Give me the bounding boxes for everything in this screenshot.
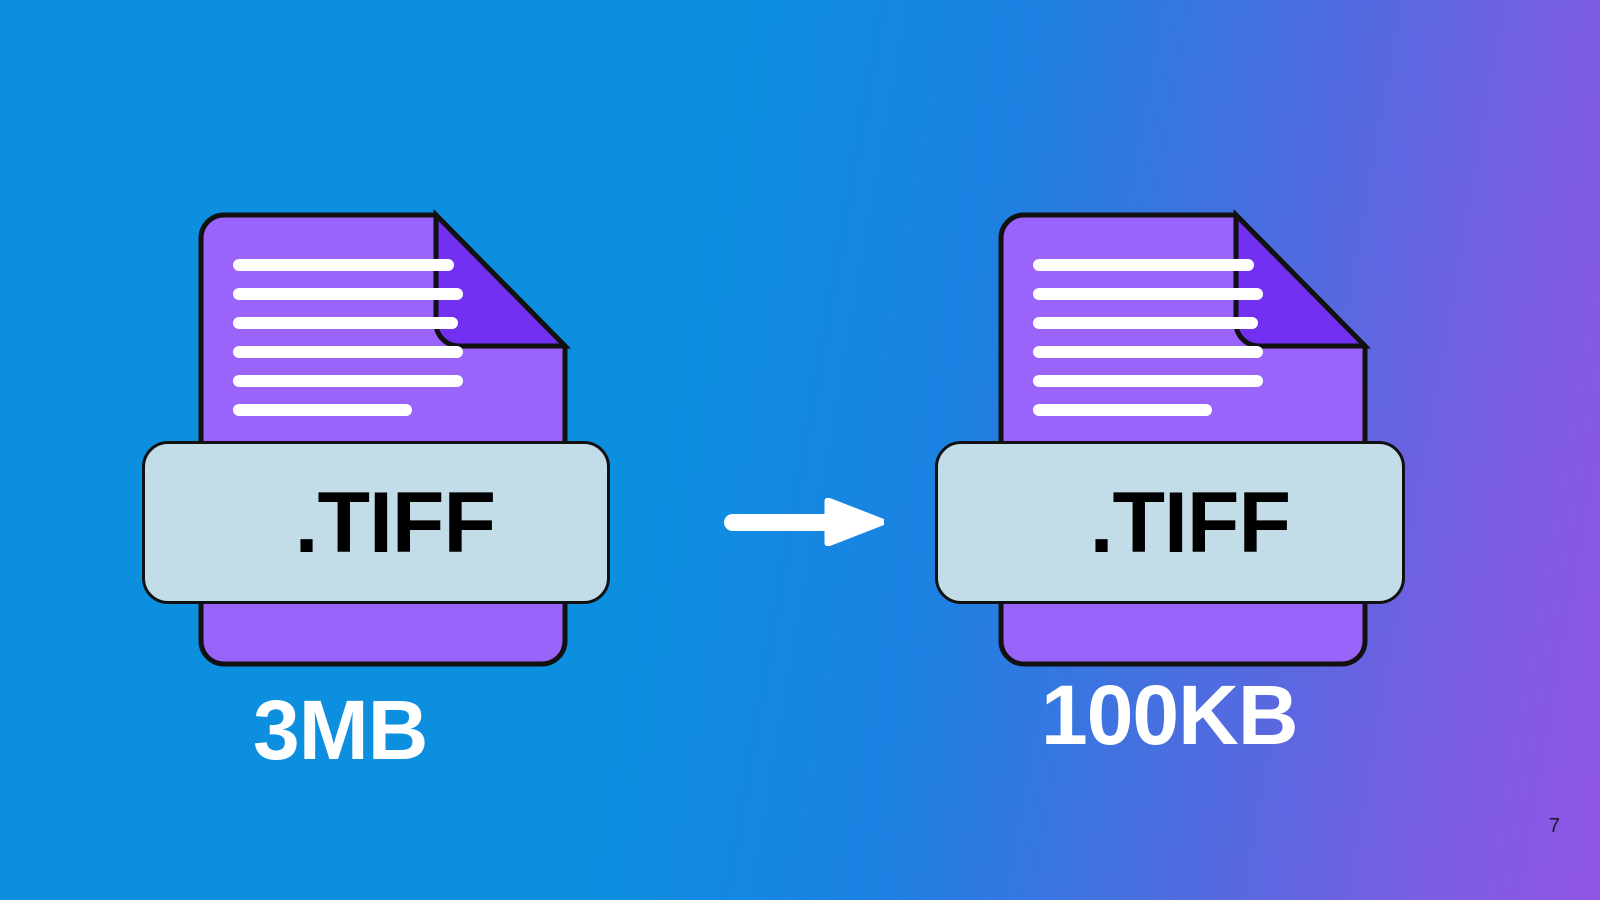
document-line (233, 404, 413, 416)
document-line (233, 346, 463, 358)
document-line (233, 375, 463, 387)
document-line (1033, 346, 1263, 358)
document-line (233, 259, 454, 271)
document-line (1033, 375, 1263, 387)
after-extension-plate: .TIFF (935, 441, 1405, 604)
arrow-head (824, 498, 884, 546)
page-number: 7 (1548, 815, 1560, 837)
before-size-label: 3MB (253, 683, 428, 777)
arrow-right-icon (724, 498, 884, 546)
before-extension-plate: .TIFF (142, 441, 610, 604)
after-size-label: 100KB (1041, 668, 1298, 762)
after-extension-label: .TIFF (1089, 474, 1291, 571)
document-line (233, 288, 463, 300)
document-text-lines (233, 259, 463, 433)
document-line (1033, 288, 1263, 300)
document-line (1033, 404, 1213, 416)
document-line (233, 317, 459, 329)
arrow-shaft (724, 514, 840, 531)
before-extension-label: .TIFF (294, 474, 496, 571)
document-line (1033, 259, 1254, 271)
document-line (1033, 317, 1259, 329)
document-text-lines (1033, 259, 1263, 433)
